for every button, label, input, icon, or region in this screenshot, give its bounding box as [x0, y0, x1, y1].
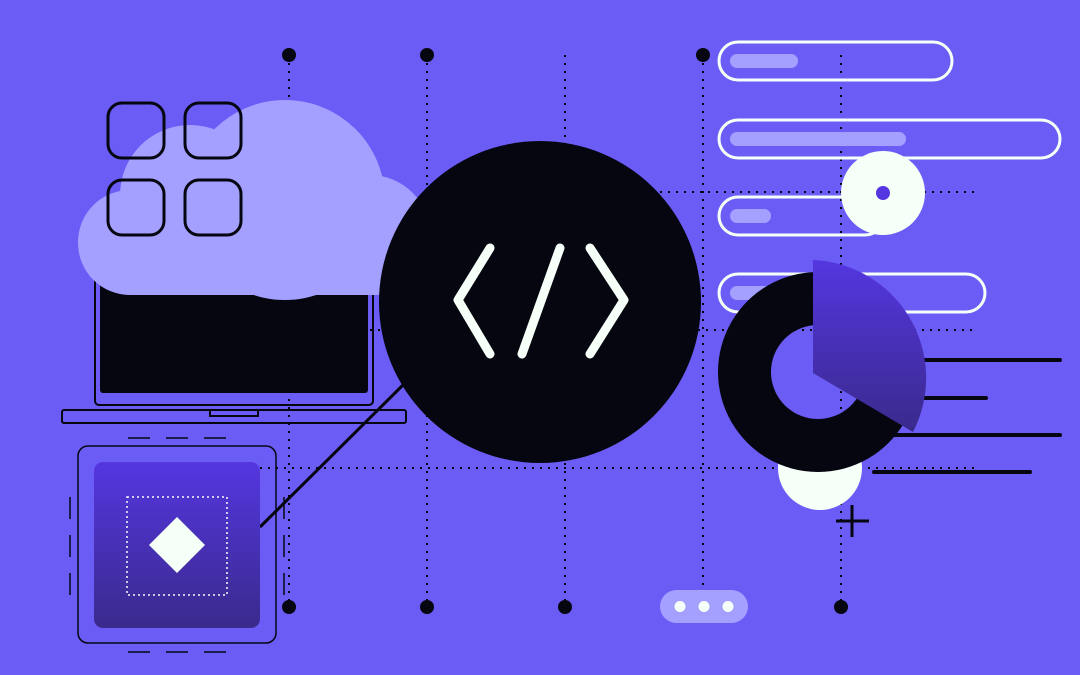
chip-icon: [69, 437, 285, 653]
plus-icon: [836, 505, 869, 537]
white-knob-top: [841, 151, 925, 235]
grid-dots: [282, 48, 848, 614]
donut-chart-icon: [718, 260, 927, 472]
code-brackets-icon: [379, 141, 701, 463]
app-grid-icon: [106, 101, 243, 237]
more-dots-icon: [660, 590, 748, 623]
